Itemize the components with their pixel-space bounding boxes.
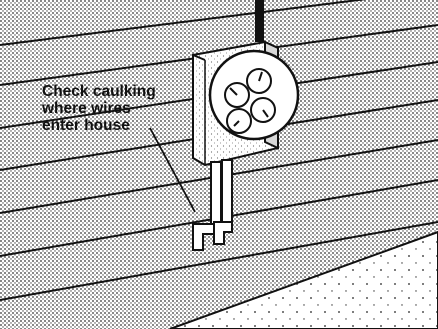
power-line [255,0,264,42]
callout-line-2: where wires [42,100,192,117]
callout-line-1: Check caulking [42,83,192,100]
callout-line-3: enter house [42,117,192,134]
callout-text: Check caulking where wires enter house [42,83,192,134]
meter-dials [210,51,298,139]
